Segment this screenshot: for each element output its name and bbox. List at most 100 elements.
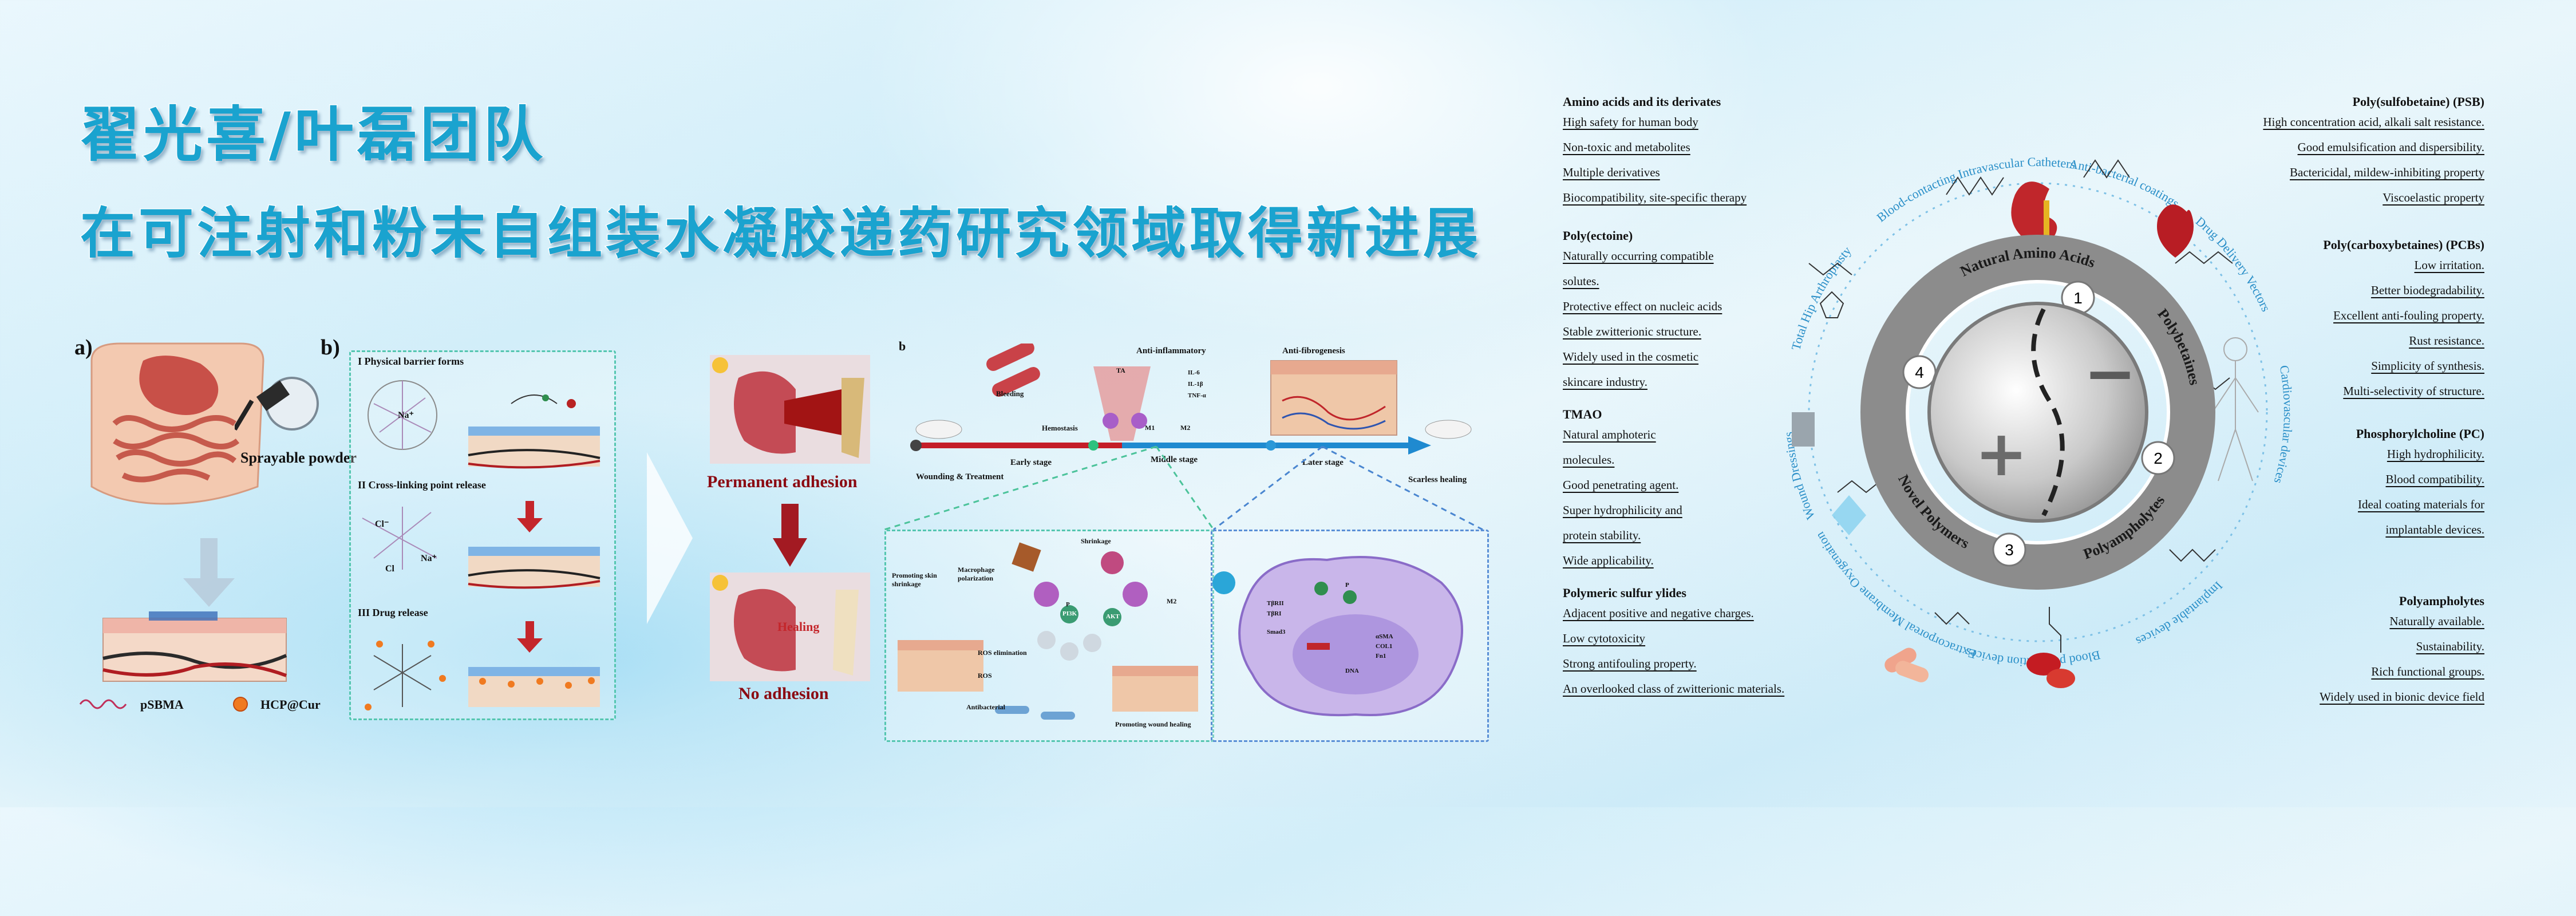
- list-item: An overlooked class of zwitterionic mate…: [1563, 682, 1785, 696]
- face-emoji-happy: [712, 575, 728, 591]
- legend-pSBMA: pSBMA: [140, 697, 184, 712]
- tl-anti-inflammatory: Anti-inflammatory: [1136, 346, 1206, 356]
- list-item: Multiple derivatives: [1563, 165, 1660, 179]
- ion-label-cl-1: Cl⁻: [375, 519, 389, 529]
- list-item: Blood compatibility.: [2385, 472, 2484, 486]
- section-title: TMAO: [1563, 407, 1602, 421]
- chevron-separator-1: [647, 452, 693, 624]
- tl-ta: TA: [1116, 366, 1125, 374]
- tl-anti-fibrogenesis: Anti-fibrogenesis: [1282, 346, 1345, 356]
- section-polyampholytes: Polyampholytes Naturally available. Sust…: [2221, 594, 2484, 709]
- mech-shrink-skin: Promoting skin shrinkage: [892, 571, 937, 588]
- section-poly-ectoine: Poly(ectoine) Naturally occurring compat…: [1563, 228, 1803, 394]
- list-item: Ideal coating materials for: [2358, 498, 2484, 511]
- svg-text:1: 1: [2073, 289, 2083, 307]
- torso-shape: [90, 342, 264, 505]
- list-item: solutes.: [1563, 274, 1599, 288]
- section-title: Poly(sulfobetaine) (PSB): [2352, 94, 2484, 109]
- cell-col1: COL1: [1376, 643, 1393, 650]
- list-item: skincare industry.: [1563, 375, 1647, 389]
- mech-p: P: [1066, 601, 1070, 608]
- section-title: Phosphorylcholine (PC): [2356, 427, 2484, 441]
- heart-icon: [2157, 204, 2194, 258]
- HCP-legend-icon: [233, 697, 248, 712]
- cell-smad3: Smad3: [1267, 629, 1286, 635]
- section-tmao: TMAO Natural amphoteric molecules. Good …: [1563, 407, 1803, 573]
- stage-wounding: Wounding & Treatment: [916, 472, 1004, 481]
- device-icon: [1792, 412, 1815, 447]
- step-2-schematic: [362, 507, 600, 589]
- tl-tnfa: TNF-α: [1188, 392, 1206, 399]
- down-arrow: [183, 538, 235, 607]
- mechanism-box: Shrinkage Macrophage polarization Promot…: [884, 530, 1214, 742]
- left-properties-column: Amino acids and its derivates High safet…: [1563, 94, 1803, 714]
- rat-icon-left: [915, 420, 962, 439]
- stage-later: Later stage: [1302, 458, 1344, 467]
- panel-a-figure: [79, 342, 287, 712]
- ion-label-cl-2: Cl: [385, 564, 394, 574]
- blood-vessel-icon: [986, 344, 1034, 371]
- app-label-antibacterial: Anti-bacterial coatings: [2068, 157, 2182, 211]
- stage-middle: Middle stage: [1151, 455, 1198, 464]
- list-item: Naturally occurring compatible: [1563, 249, 1714, 263]
- segment-marker-2: 2: [2141, 441, 2175, 475]
- section-title: Amino acids and its derivates: [1563, 94, 1721, 109]
- mech-pi3k: PI3K: [1062, 610, 1077, 617]
- kidney-icon: [2011, 181, 2057, 245]
- epidermis-layer: [103, 618, 286, 633]
- mech-ros: ROS: [978, 672, 992, 680]
- molecule-sketches: [1808, 159, 2233, 653]
- tl-hemostasis: Hemostasis: [1042, 424, 1078, 432]
- mechanism-schematic: [898, 542, 1198, 720]
- spray-bottle-icon: [235, 377, 319, 431]
- no-adhesion-label: No adhesion: [738, 684, 829, 703]
- svg-text:4: 4: [1915, 364, 1924, 381]
- section-amino-acids: Amino acids and its derivates High safet…: [1563, 94, 1803, 210]
- tl-il1b: IL-1β: [1188, 381, 1203, 388]
- poster-title-team: 翟光喜/叶磊团队: [80, 99, 546, 171]
- mech-ros-elim: ROS elimination: [978, 649, 1027, 657]
- powder-film: [149, 611, 218, 621]
- list-item: Good emulsification and dispersibility.: [2297, 140, 2484, 154]
- list-item: Widely used in bionic device field: [2320, 690, 2484, 704]
- section-pcbs: Poly(carboxybetaines) (PCBs) Low irritat…: [2221, 238, 2484, 404]
- cell-fn1: Fn1: [1376, 653, 1386, 660]
- list-item: Non-toxic and metabolites: [1563, 140, 1690, 154]
- section-pc: Phosphorylcholine (PC) High hydrophilici…: [2221, 427, 2484, 542]
- cell-dna: DNA: [1345, 668, 1359, 674]
- face-emoji-sad: [712, 357, 728, 373]
- wound-timeline-figure: [910, 344, 1472, 455]
- tl-m2: M2: [1180, 424, 1191, 432]
- list-item: Multi-selectivity of structure.: [2343, 384, 2484, 398]
- cell-tbri: TβRI: [1267, 610, 1282, 617]
- list-item: Widely used in the cosmetic: [1563, 350, 1699, 364]
- plus-sign: +: [1975, 417, 2028, 490]
- wound-cone: [1093, 366, 1151, 441]
- intestine-shape: [112, 415, 240, 483]
- list-item: Sustainability.: [2416, 639, 2484, 653]
- mech-shrinkage: Shrinkage: [1081, 537, 1111, 545]
- cell-signaling-box: TβRII TβRI Smad3 DNA αSMA COL1 Fn1 P: [1211, 530, 1489, 742]
- list-item: Good penetrating agent.: [1563, 478, 1679, 492]
- segment-marker-3: 3: [1992, 532, 2026, 567]
- segment-marker-1: 1: [2061, 281, 2095, 315]
- zwitterion-wheel-diagram: Implantable devices Blood purification d…: [1781, 155, 2296, 688]
- panel-b-label: b): [321, 335, 340, 360]
- red-blood-cells-icon: [2026, 653, 2075, 688]
- human-body-icon: [2212, 337, 2259, 481]
- stage-early: Early stage: [1010, 458, 1052, 467]
- list-item: Better biodegradability.: [2370, 283, 2484, 297]
- list-item: Low cytotoxicity: [1563, 631, 1646, 645]
- list-item: High hydrophilicity.: [2387, 447, 2484, 461]
- poster-title-main: 在可注射和粉末自组装水凝胶递药研究领域取得新进展: [80, 201, 1481, 267]
- step-2-label: II Cross-linking point release: [358, 479, 486, 491]
- list-item: Protective effect on nucleic acids: [1563, 299, 1722, 313]
- section-title: Poly(ectoine): [1563, 228, 1633, 243]
- charge-core: [1927, 302, 2148, 523]
- list-item: implantable devices.: [2385, 523, 2484, 536]
- list-item: Naturally available.: [2389, 614, 2484, 628]
- panel-b-schematic: [362, 380, 600, 710]
- tl-bleeding: Bleeding: [996, 389, 1024, 398]
- section-title: Poly(carboxybetaines) (PCBs): [2323, 238, 2484, 252]
- cell-tbrii: TβRII: [1267, 600, 1284, 607]
